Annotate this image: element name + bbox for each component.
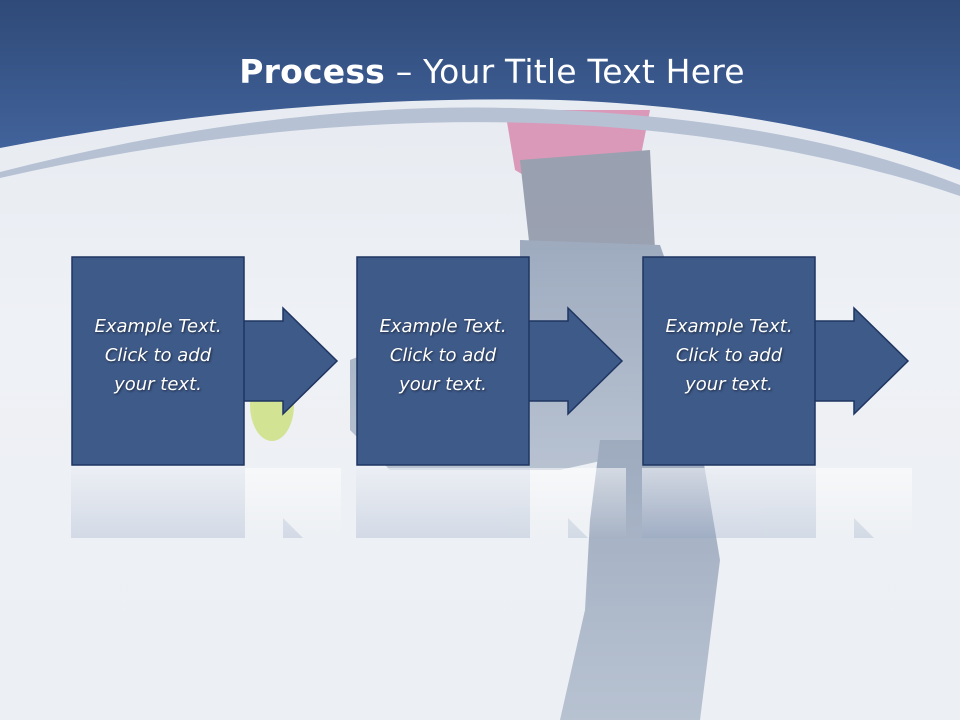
title-rest: – Your Title Text Here <box>385 52 745 91</box>
step-line-1: Example Text. <box>94 316 222 337</box>
process-step-2[interactable]: Example Text. Click to add your text. <box>356 256 626 538</box>
step-line-1: Example Text. <box>379 316 507 337</box>
process-step-3[interactable]: Example Text. Click to add your text. <box>642 256 912 538</box>
step-shape <box>71 256 341 538</box>
step-shape <box>642 256 912 538</box>
step-text[interactable]: Example Text. Click to add your text. <box>71 312 245 399</box>
title-bold: Process <box>239 52 386 91</box>
process-step-1[interactable]: Example Text. Click to add your text. <box>71 256 341 538</box>
step-line-2: Click to add <box>104 345 212 366</box>
step-line-1: Example Text. <box>665 316 793 337</box>
step-line-3: your text. <box>114 374 202 395</box>
step-line-2: Click to add <box>675 345 783 366</box>
step-shape <box>356 256 626 538</box>
step-line-2: Click to add <box>389 345 497 366</box>
step-text[interactable]: Example Text. Click to add your text. <box>642 312 816 399</box>
step-line-3: your text. <box>399 374 487 395</box>
step-line-3: your text. <box>685 374 773 395</box>
header-band <box>0 0 960 196</box>
slide-title[interactable]: Process – Your Title Text Here <box>0 52 960 91</box>
step-text[interactable]: Example Text. Click to add your text. <box>356 312 530 399</box>
